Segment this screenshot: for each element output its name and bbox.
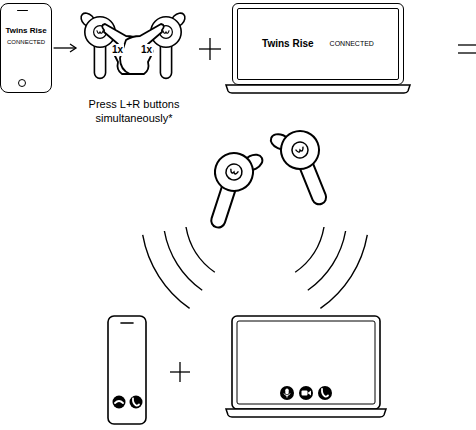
label-text: CONNECTED — [330, 40, 374, 48]
speaker-slot — [17, 10, 28, 11]
plus-sign — [170, 362, 190, 382]
equals-sign — [458, 45, 476, 53]
title-text: Twins Rise — [5, 26, 46, 36]
hand — [120, 24, 164, 74]
screen-bezel — [237, 8, 399, 80]
arrow-connector — [54, 44, 76, 52]
home-button — [18, 79, 26, 87]
plus-sign — [199, 38, 221, 60]
press-step: 1x 1xPress L+R buttons simultaneously* — [78, 2, 190, 126]
label-text: 1x — [140, 44, 153, 56]
earbuds — [198, 118, 339, 236]
phone-screen: Twins RiseCONNECTED — [0, 3, 51, 93]
laptop-base — [226, 85, 410, 93]
earbuds-press — [78, 10, 187, 78]
label-text: CONNECTED — [7, 39, 45, 46]
title-text: 1x — [111, 44, 124, 56]
label-text: Press L+R buttons simultaneously* — [78, 98, 190, 126]
phone — [108, 316, 146, 424]
laptop — [226, 316, 386, 417]
laptop-screen: Twins Rise CONNECTED — [232, 3, 404, 85]
sound-waves — [143, 227, 368, 308]
title-text: Twins Rise — [262, 38, 314, 50]
